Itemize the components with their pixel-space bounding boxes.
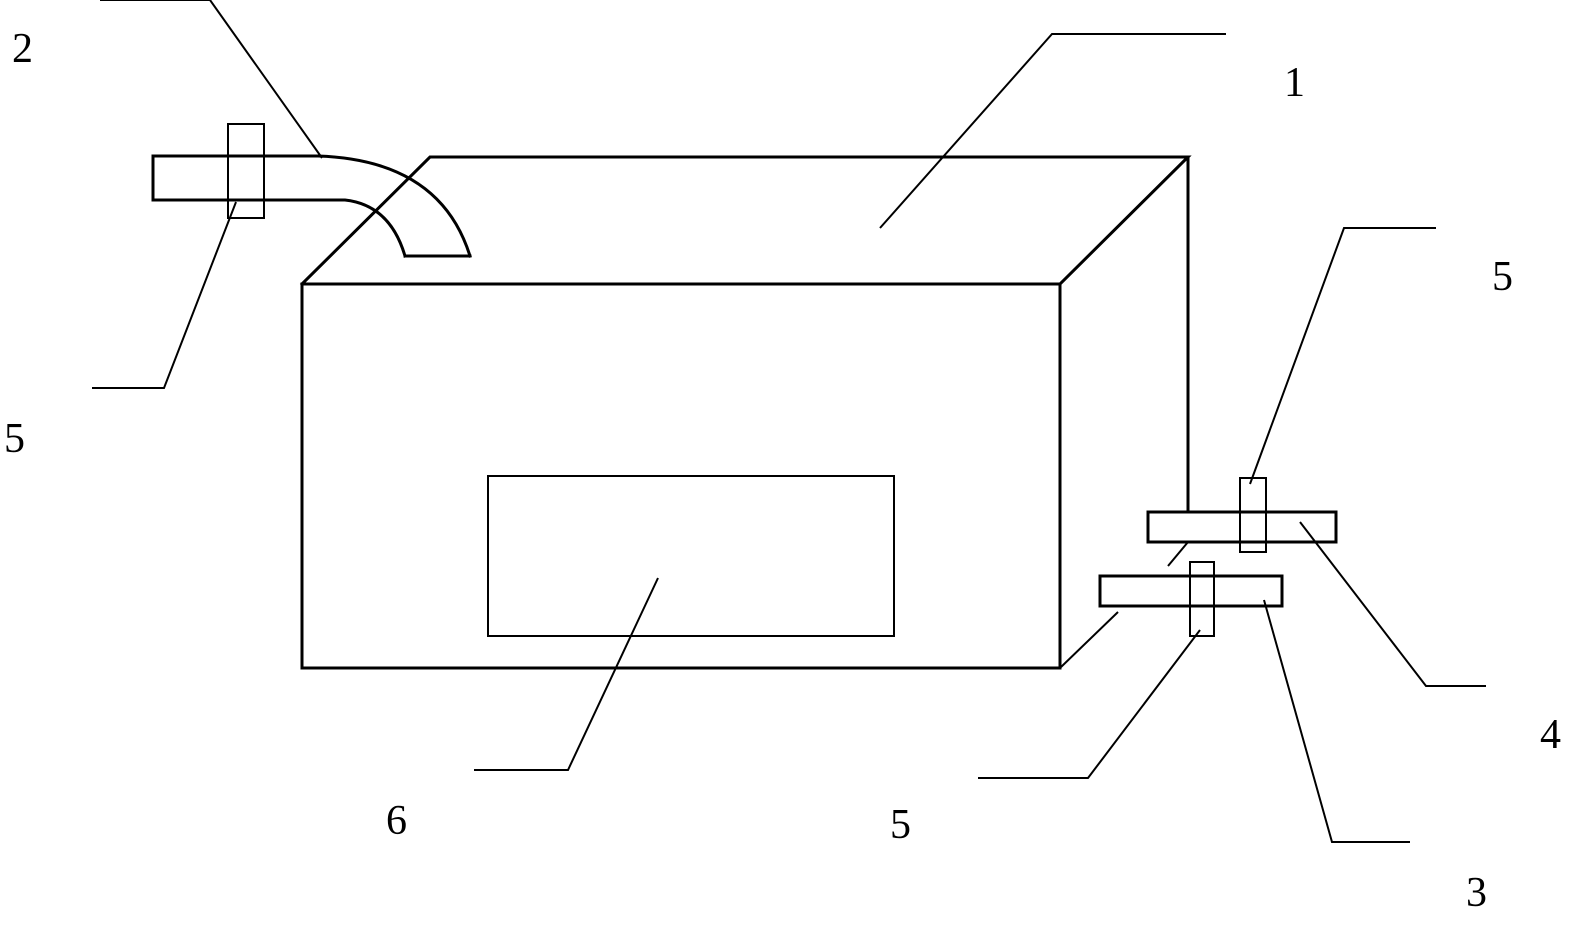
leader-lower-clamp	[978, 629, 1201, 779]
leader-inlet-pipe	[100, 0, 323, 159]
leader-housing	[879, 33, 1226, 229]
leader-lines	[92, 0, 1486, 843]
inlet-pipe-outer-wall	[151, 154, 472, 258]
upper-outlet-pipe-connector	[1167, 541, 1189, 567]
callout-window: 6	[386, 798, 407, 844]
leader-upper-clamp	[1249, 227, 1436, 485]
callout-upper-outlet-pipe: 4	[1540, 712, 1561, 758]
callout-lower-clamp: 5	[890, 802, 911, 848]
front-window	[487, 475, 895, 637]
callout-housing: 1	[1284, 60, 1305, 106]
inlet-clamp	[227, 123, 265, 219]
callout-inlet-clamp: 5	[4, 416, 25, 462]
housing-front-face	[300, 282, 1062, 670]
leader-inlet-clamp	[92, 201, 237, 389]
inlet-pipe-inner-wall	[151, 198, 407, 258]
lower-outlet-clamp	[1189, 561, 1215, 637]
callout-inlet-pipe: 2	[12, 26, 33, 72]
housing	[299, 155, 1192, 670]
upper-outlet-pipe-body	[1146, 510, 1338, 544]
callout-labels: 1 2 5 5 4 5 3 6	[4, 26, 1561, 916]
callout-lower-outlet-pipe: 3	[1466, 870, 1487, 916]
upper-outlet-pipe	[1146, 510, 1338, 567]
housing-top-face	[299, 155, 1192, 287]
callout-upper-clamp: 5	[1492, 254, 1513, 300]
leader-upper-outlet-pipe	[1299, 521, 1486, 687]
leader-lower-outlet-pipe	[1263, 599, 1410, 843]
leader-window	[474, 577, 659, 771]
housing-side-bottom-edge	[1059, 611, 1119, 669]
inlet-pipe	[151, 154, 472, 258]
